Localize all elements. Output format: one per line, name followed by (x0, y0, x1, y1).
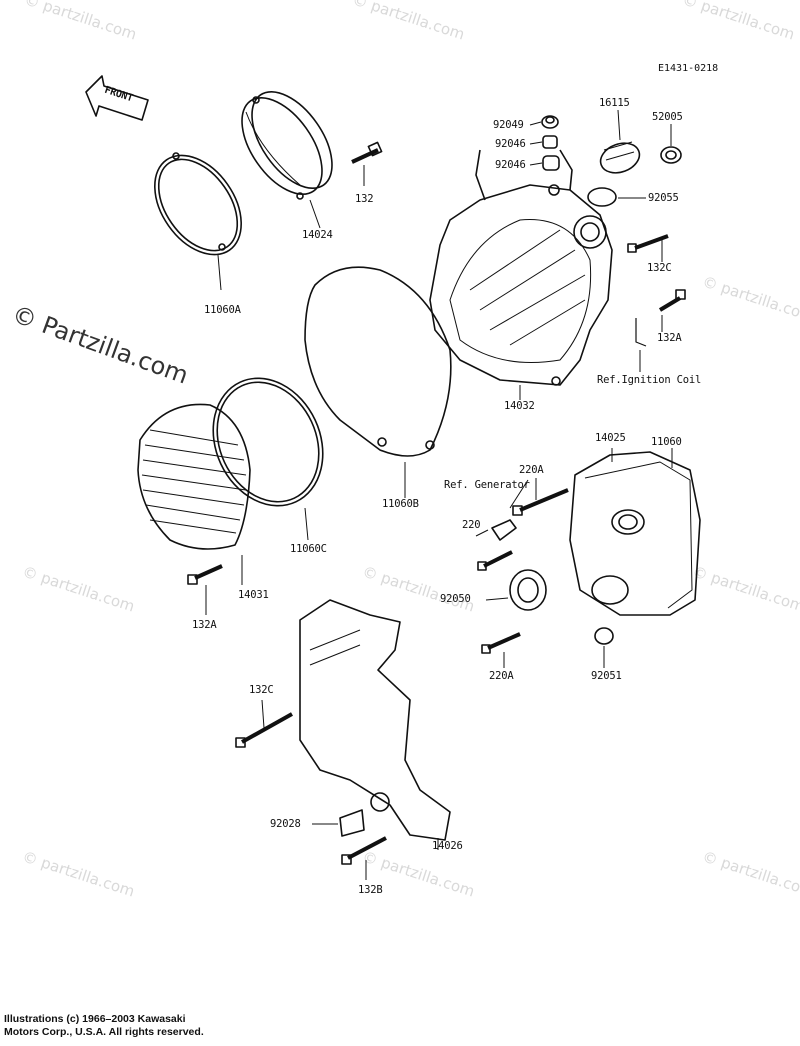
part-label-132: 132 (355, 193, 374, 205)
part-label-132c: 132C (249, 684, 274, 696)
ring-52005 (660, 124, 682, 164)
part-label-132a: 132A (657, 332, 682, 344)
part-label-52005: 52005 (652, 111, 683, 123)
diagram-code: E1431-0218 (658, 63, 719, 74)
bolt-132a-right (635, 289, 686, 372)
bolt-132-top (351, 141, 383, 186)
cover-14032 (429, 149, 613, 400)
cap-16115 (599, 109, 641, 174)
part-label-11060c: 11060C (290, 543, 327, 555)
collar-92028 (312, 809, 365, 837)
front-arrow-icon (85, 75, 149, 121)
part-label-220: 220 (462, 519, 481, 531)
part-label-11060b: 11060B (382, 498, 419, 510)
part-label-11060a: 11060A (204, 304, 241, 316)
part-label-132c: 132C (647, 262, 672, 274)
part-label-14025: 14025 (595, 432, 626, 444)
guard-14026 (299, 599, 451, 850)
part-label-92028: 92028 (270, 818, 301, 830)
part-label-92049: 92049 (493, 119, 524, 131)
seal-stack (529, 115, 560, 171)
bolt-132b (341, 836, 387, 880)
part-label-132b: 132B (358, 884, 383, 896)
bolt-132c-top (627, 234, 669, 262)
cover-14031 (137, 403, 251, 585)
part-label-16115: 16115 (599, 97, 630, 109)
part-label-11060: 11060 (651, 436, 682, 448)
gasket-11060c (212, 377, 324, 541)
part-label-14024: 14024 (302, 229, 333, 241)
copyright-line: Motors Corp., U.S.A. All rights reserved… (4, 1026, 204, 1038)
part-label-92050: 92050 (440, 593, 471, 605)
part-label-14031: 14031 (238, 589, 269, 601)
bolt-132c-bottom (235, 699, 293, 748)
bolt-132a-left (187, 564, 223, 615)
copyright-notice: Illustrations (c) 1966–2003 Kawasaki Mot… (4, 1013, 264, 1039)
generator-hardware (475, 478, 614, 668)
part-label-14026: 14026 (432, 840, 463, 852)
part-label-14032: 14032 (504, 400, 535, 412)
copyright-line: Illustrations (c) 1966–2003 Kawasaki (4, 1013, 186, 1025)
ring-cover-14024 (241, 90, 333, 229)
gasket-11060a (154, 152, 242, 291)
part-label-92046: 92046 (495, 159, 526, 171)
part-label-92046: 92046 (495, 138, 526, 150)
gasket-11060b (304, 266, 452, 498)
part-label-220a: 220A (489, 670, 514, 682)
part-label-220a: 220A (519, 464, 544, 476)
part-label-132a: 132A (192, 619, 217, 631)
cover-14025 (569, 448, 701, 616)
oring-92055 (587, 187, 646, 207)
part-label-92055: 92055 (648, 192, 679, 204)
part-label-92051: 92051 (591, 670, 622, 682)
ref-generator-label: Ref. Generator (444, 479, 530, 491)
ref-ignition-coil-label: Ref.Ignition Coil (597, 374, 702, 386)
